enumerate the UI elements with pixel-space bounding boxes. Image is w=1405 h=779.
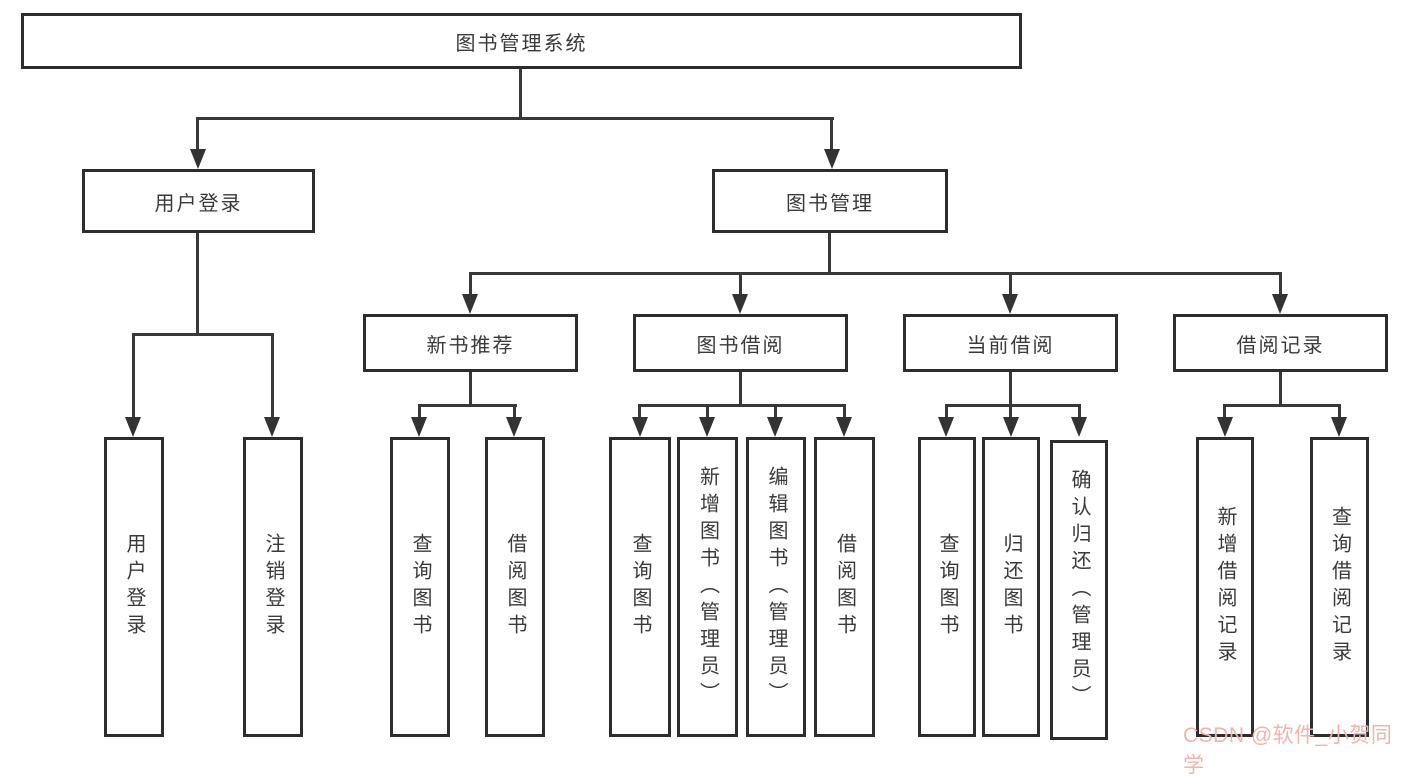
node-current-borrow: 当前借阅: [903, 314, 1118, 372]
leaf-br-add-record-label: 新增借阅记录: [1214, 506, 1236, 668]
connector-root-drop-right: [830, 117, 833, 151]
leaf-cb-return-books: 归还图书: [982, 437, 1040, 737]
connector-group3-rail: [945, 404, 1081, 407]
connector-group1-stem: [469, 372, 472, 407]
arrowhead-down-icon: [1003, 417, 1019, 437]
leaf-br-query-record-label: 查询借阅记录: [1328, 506, 1351, 668]
connector-group2-rail: [638, 404, 846, 407]
connector-group1-rail: [418, 404, 517, 407]
leaf-user-login: 用户登录: [104, 437, 164, 737]
leaf-nb-borrow-books: 借阅图书: [485, 437, 545, 737]
arrowhead-down-icon: [190, 149, 206, 169]
arrowhead-down-icon: [1272, 294, 1288, 314]
arrowhead-down-icon: [462, 294, 478, 314]
connector-group3-drop: [945, 404, 948, 421]
connector-userlogin-stem: [196, 233, 199, 336]
leaf-bb-add-books-admin-label: 新增图书（管理员）: [696, 465, 719, 709]
leaf-bb-add-books-admin: 新增图书（管理员）: [677, 437, 738, 737]
connector-root-drop-left: [196, 117, 199, 151]
leaf-cb-confirm-return-admin-label: 确认归还（管理员）: [1068, 468, 1090, 712]
connector-group2-drop: [774, 404, 777, 421]
connector-group3-drop: [1078, 404, 1081, 421]
connector-root-rail: [196, 117, 834, 120]
node-borrow-records: 借阅记录: [1173, 314, 1388, 372]
csdn-watermark: CSDN @软件_小贺同学: [1183, 719, 1405, 779]
connector-bookmgmt-stem: [828, 233, 831, 275]
leaf-bb-edit-books-admin-label: 编辑图书（管理员）: [765, 465, 787, 709]
leaf-bb-query-books: 查询图书: [609, 437, 671, 737]
arrowhead-down-icon: [824, 149, 840, 169]
connector-group3-stem: [1009, 372, 1012, 407]
leaf-bb-edit-books-admin: 编辑图书（管理员）: [746, 437, 806, 737]
leaf-user-login-label: 用户登录: [123, 533, 145, 641]
arrowhead-down-icon: [506, 417, 522, 437]
leaf-cb-confirm-return-admin: 确认归还（管理员）: [1050, 440, 1108, 740]
connector-group4-drop: [1223, 404, 1226, 421]
node-current-borrow-label: 当前借阅: [966, 334, 1055, 357]
leaf-nb-borrow-books-label: 借阅图书: [504, 533, 526, 641]
arrowhead-down-icon: [1002, 294, 1018, 314]
node-user-login-label: 用户登录: [154, 192, 243, 215]
node-borrow-records-label: 借阅记录: [1236, 334, 1325, 357]
connector-bookmgmt-drop-1: [469, 272, 472, 296]
arrowhead-down-icon: [732, 294, 748, 314]
leaf-bb-borrow-books-label: 借阅图书: [833, 533, 856, 641]
arrowhead-down-icon: [125, 417, 141, 437]
connector-group1-drop: [418, 404, 421, 421]
connector-root-stem: [519, 68, 522, 120]
connector-group1-drop: [513, 404, 516, 421]
connector-group3-drop: [1009, 404, 1012, 421]
connector-group4-drop: [1338, 404, 1341, 421]
leaf-bb-borrow-books: 借阅图书: [814, 437, 875, 737]
arrowhead-down-icon: [1217, 417, 1233, 437]
leaf-bb-query-books-label: 查询图书: [629, 533, 651, 641]
connector-group4-stem: [1279, 372, 1282, 407]
leaf-cb-query-books-label: 查询图书: [936, 533, 958, 641]
node-book-borrow-label: 图书借阅: [696, 334, 785, 357]
leaf-logout: 注销登录: [243, 437, 303, 737]
connector-bookmgmt-drop-2: [739, 272, 742, 296]
arrowhead-down-icon: [632, 417, 648, 437]
leaf-nb-query-books-label: 查询图书: [409, 533, 431, 641]
connector-group2-drop: [843, 404, 846, 421]
leaf-nb-query-books: 查询图书: [390, 437, 450, 737]
connector-bookmgmt-drop-3: [1009, 272, 1012, 296]
node-root: 图书管理系统: [21, 13, 1022, 69]
node-user-login: 用户登录: [82, 169, 315, 233]
node-new-book-recommend-label: 新书推荐: [426, 334, 515, 357]
node-book-management-label: 图书管理: [786, 192, 874, 215]
arrowhead-down-icon: [767, 417, 783, 437]
arrowhead-down-icon: [938, 417, 954, 437]
connector-bookmgmt-rail: [469, 272, 1282, 275]
leaf-logout-label: 注销登录: [262, 533, 284, 641]
leaf-cb-query-books: 查询图书: [918, 437, 976, 737]
leaf-br-query-record: 查询借阅记录: [1310, 437, 1369, 737]
leaf-br-add-record: 新增借阅记录: [1196, 437, 1254, 737]
connector-userlogin-drop-left: [132, 333, 135, 421]
connector-userlogin-rail: [132, 333, 274, 336]
leaf-cb-return-books-label: 归还图书: [1000, 533, 1022, 641]
connector-group2-drop: [638, 404, 641, 421]
arrowhead-down-icon: [836, 417, 852, 437]
csdn-watermark-text: CSDN @软件_小贺同学: [1183, 724, 1393, 777]
arrowhead-down-icon: [411, 417, 427, 437]
node-root-label: 图书管理系统: [455, 32, 588, 55]
node-book-management: 图书管理: [712, 169, 948, 233]
node-book-borrow: 图书借阅: [633, 314, 848, 372]
arrowhead-down-icon: [699, 417, 715, 437]
arrowhead-down-icon: [264, 417, 280, 437]
arrowhead-down-icon: [1331, 417, 1347, 437]
connector-group2-stem: [739, 372, 742, 407]
connector-bookmgmt-drop-4: [1279, 272, 1282, 296]
connector-group4-rail: [1223, 404, 1341, 407]
connector-group2-drop: [706, 404, 709, 421]
node-new-book-recommend: 新书推荐: [363, 314, 578, 372]
connector-userlogin-drop-right: [271, 333, 274, 421]
arrowhead-down-icon: [1071, 417, 1087, 437]
